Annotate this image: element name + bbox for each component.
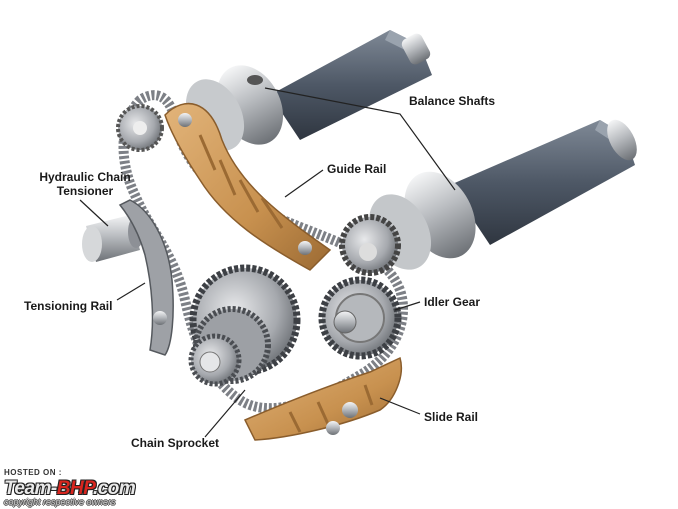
leader-hydraulic-tensioner (79, 199, 109, 227)
tensioning-rail-bolt (153, 311, 167, 325)
tensioning-rail-label: Tensioning Rail (24, 299, 113, 313)
lower-balance-shaft (368, 119, 637, 270)
slide-rail-bolt-right (342, 402, 358, 418)
chain-sprocket-hub (199, 351, 221, 373)
balance-shafts-label: Balance Shafts (409, 94, 496, 108)
idler-gear-hub (333, 310, 357, 334)
watermark-brand-prefix: Team- (4, 478, 57, 499)
hydraulic-chain-tensioner-label: Hydraulic Chain Tensioner (20, 170, 150, 198)
hydraulic-label-line1: Hydraulic Chain (39, 170, 131, 184)
leader-idler-gear (394, 301, 421, 311)
leader-tensioning-rail (116, 282, 146, 301)
leader-guide-rail (284, 169, 324, 198)
slide-rail-ribs (288, 384, 374, 433)
slide-rail (243, 356, 402, 441)
slide-rail-label: Slide Rail (424, 410, 479, 424)
watermark-copyright: copyright respective owners (4, 497, 116, 507)
lower-shaft-gear-hub (359, 243, 377, 261)
watermark-team-bhp-logo: Team-BHP.com (4, 478, 136, 500)
guide-rail-label: Guide Rail (327, 162, 387, 176)
watermark-brand-red: BHP (56, 478, 94, 499)
guide-rail-upper-bolt (178, 113, 192, 127)
guide-rail (164, 102, 332, 271)
hydraulic-label-line2: Tensioner (56, 184, 114, 198)
leader-slide-rail (379, 397, 421, 415)
leader-lines (79, 87, 456, 438)
guide-rail-ribs (198, 134, 284, 229)
upper-shaft-sprocket-hub (133, 121, 147, 135)
leader-balance-shafts (264, 87, 456, 191)
chain-sprocket-label: Chain Sprocket (131, 436, 220, 450)
watermark-brand-suffix: .com (92, 478, 136, 499)
leader-chain-sprocket (204, 389, 246, 438)
guide-rail-lower-bolt (298, 241, 312, 255)
idler-gear-label: Idler Gear (424, 295, 481, 309)
slide-rail-bolt-left (326, 421, 340, 435)
watermark-hosted-on: HOSTED ON : (4, 468, 62, 477)
